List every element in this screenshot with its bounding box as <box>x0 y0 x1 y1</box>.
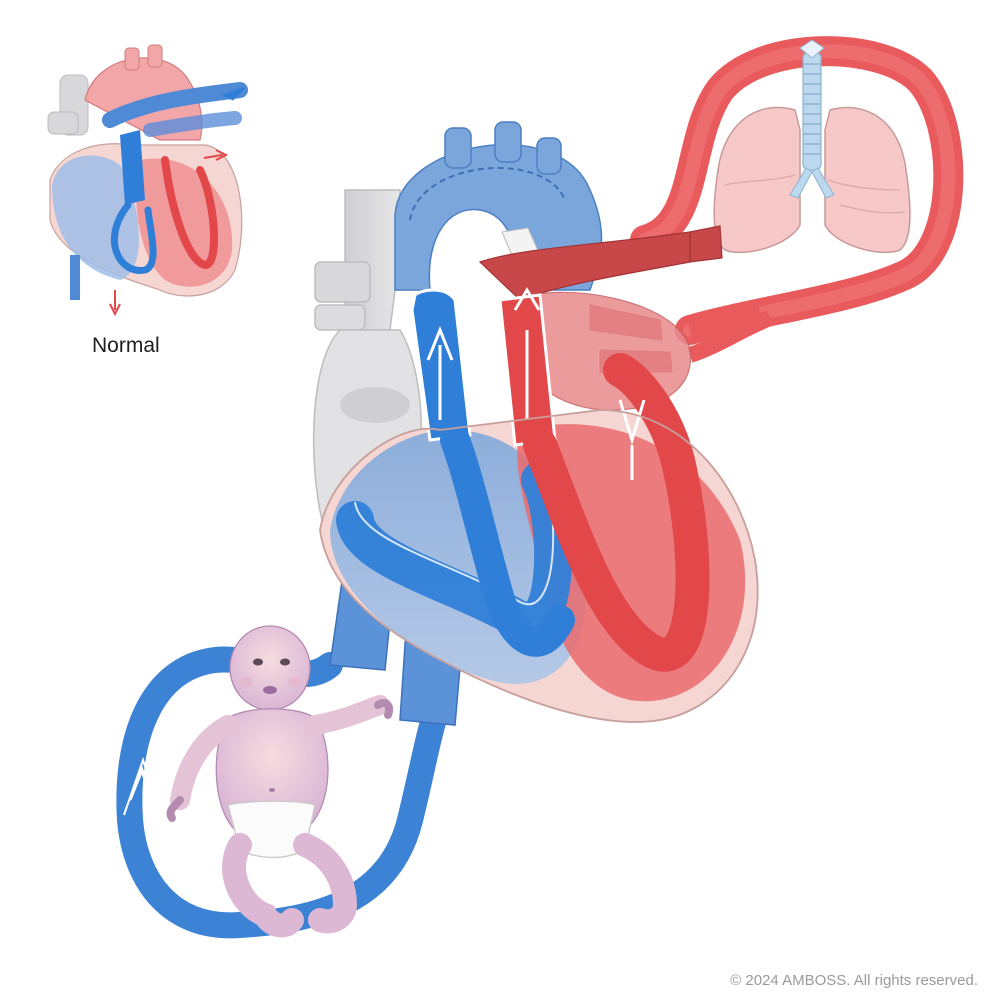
lungs-icon <box>713 106 911 254</box>
normal-label: Normal <box>92 334 160 357</box>
heart-diagram-icon <box>312 121 759 726</box>
infant-icon <box>166 625 394 938</box>
trachea-icon <box>789 39 835 199</box>
heart-diagram-normal-icon <box>47 44 248 317</box>
systemic-circulation-loop <box>116 646 458 939</box>
copyright-text: © 2024 AMBOSS. All rights reserved. <box>730 972 978 989</box>
pulmonary-circulation-loop <box>630 36 964 363</box>
